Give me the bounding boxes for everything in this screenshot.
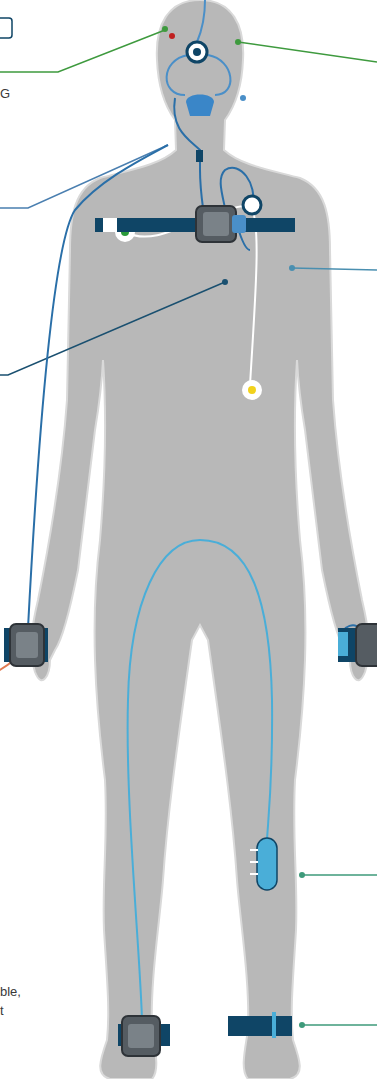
leader-lines-part	[292, 268, 377, 270]
leader-lines-part	[0, 145, 168, 208]
sensors-part	[250, 850, 258, 874]
leader-lines-part	[0, 282, 225, 375]
leader-lines-part	[299, 1022, 305, 1028]
cropped-label: G	[0, 86, 10, 101]
sensors-part	[122, 1016, 160, 1056]
sensors-part	[356, 624, 377, 666]
body-silhouette-part	[31, 0, 368, 1079]
sensors-part	[169, 33, 175, 39]
sensors-part	[187, 42, 207, 62]
sensors-part	[203, 212, 229, 236]
body-silhouette	[31, 0, 368, 1079]
sensors-part	[196, 150, 203, 162]
sensors-part	[232, 215, 246, 233]
leader-lines	[0, 18, 377, 1028]
leader-lines-part	[222, 279, 228, 285]
sensor-wires-part	[128, 540, 200, 1020]
sensors-part	[338, 632, 348, 656]
sensors-part	[196, 206, 236, 242]
leader-lines-part	[238, 42, 377, 62]
cropped-label: ble,	[0, 984, 21, 999]
sensors	[4, 33, 377, 1056]
leader-lines-part	[235, 39, 241, 45]
leader-lines-part	[0, 18, 12, 38]
sensors-part	[243, 196, 261, 214]
sensors-part	[186, 95, 214, 117]
sensors-part	[128, 1024, 154, 1048]
leader-lines-part	[302, 1024, 377, 1026]
leader-lines-part	[162, 26, 168, 32]
leader-lines-part	[302, 874, 377, 876]
leader-lines-part	[0, 30, 165, 72]
sensors-part	[240, 95, 246, 101]
sensors-part	[272, 1012, 276, 1038]
sensor-wires-part	[197, 0, 205, 42]
sensor-wires-part	[200, 540, 272, 840]
leader-lines-part	[289, 265, 295, 271]
sensor-wires	[0, 0, 360, 1020]
sensors-part	[193, 48, 201, 56]
sensors-part	[257, 838, 277, 890]
sensors-part	[10, 624, 44, 666]
sensors-part	[16, 632, 38, 658]
sensor-wires-part	[28, 145, 168, 628]
sensors-part	[248, 386, 256, 394]
sensors-part	[242, 380, 262, 400]
sensors-part	[103, 218, 117, 232]
leader-lines-part	[299, 872, 305, 878]
cropped-label: t	[0, 1003, 4, 1018]
sensors-part	[228, 1016, 292, 1036]
